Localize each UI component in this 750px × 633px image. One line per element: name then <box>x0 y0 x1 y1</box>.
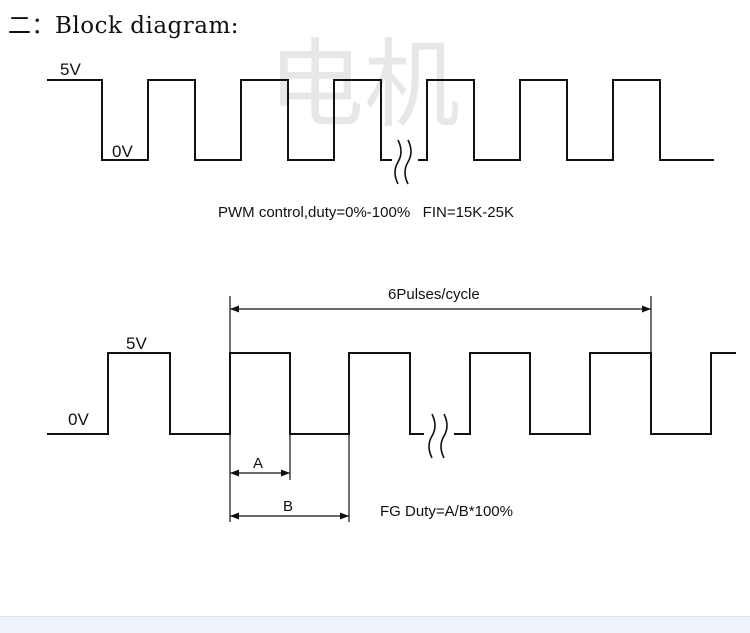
fg-waveform <box>47 296 736 522</box>
fg-signal-line-continued <box>454 352 736 435</box>
cycle-span-arrow-left <box>230 305 239 313</box>
page-heading: 二：Block diagram: <box>8 13 240 39</box>
watermark: 电机 <box>268 29 460 141</box>
dimension-b-arrow-left <box>230 512 239 520</box>
pwm-waveform <box>47 79 714 185</box>
cycle-span-arrow-right <box>642 305 651 313</box>
pwm-signal-line-continued <box>418 79 714 161</box>
fg-high-label: 5V <box>126 334 147 353</box>
fg-break-mark <box>440 413 448 459</box>
fg-low-label: 0V <box>68 410 89 429</box>
fg-signal-line <box>47 352 424 435</box>
pwm-break-mark <box>394 139 402 185</box>
dimension-b-arrow-right <box>340 512 349 520</box>
bottom-band <box>0 616 750 633</box>
dimension-b-label: B <box>283 498 293 515</box>
dimension-a-label: A <box>253 455 263 472</box>
pwm-break-mark <box>404 139 412 185</box>
pwm-low-label: 0V <box>112 142 133 161</box>
dimension-a-arrow-left <box>230 469 239 477</box>
pwm-signal-line <box>47 79 392 161</box>
pwm-caption: PWM control,duty=0%-100% FIN=15K-25K <box>218 204 514 221</box>
dimension-a-arrow-right <box>281 469 290 477</box>
fg-caption: FG Duty=A/B*100% <box>380 503 513 520</box>
fg-break-mark <box>428 413 436 459</box>
cycle-span-label: 6Pulses/cycle <box>388 286 480 303</box>
pwm-high-label: 5V <box>60 60 81 79</box>
